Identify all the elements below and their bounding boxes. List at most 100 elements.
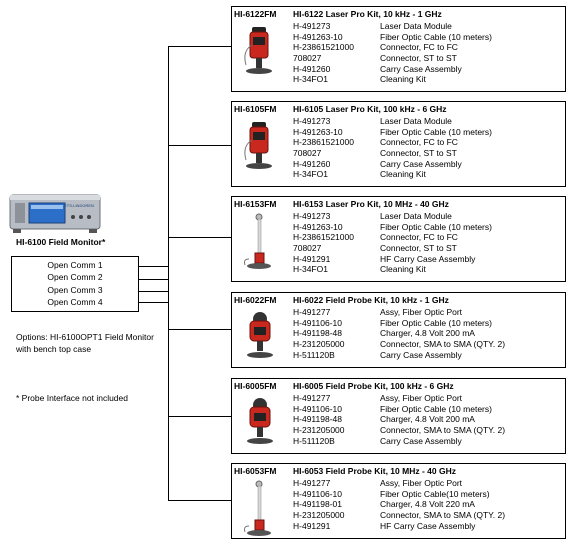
kit-item-list: H-491273 Laser Data Module H-491263-10 F… — [293, 116, 563, 180]
part-description: Charger, 4.8 Volt 200 mA — [380, 414, 475, 425]
kit-title: HI-6105 Laser Pro Kit, 100 kHz - 6 GHz — [293, 104, 447, 114]
kit-item-list: H-491277 Assy, Fiber Optic Port H-491106… — [293, 478, 563, 531]
part-number: H-511120B — [293, 435, 335, 446]
part-number: 708027 — [293, 53, 322, 64]
part-number: H-491106-10 — [293, 488, 342, 499]
kit-item: H-491263-10 Fiber Optic Cable (10 meters… — [293, 222, 563, 233]
kit-item: H-491273 Laser Data Module — [293, 116, 563, 127]
kit-item: H-231205000 Connector, SMA to SMA (QTY. … — [293, 339, 563, 350]
comm-ports-box: Open Comm 1 Open Comm 2 Open Comm 3 Open… — [11, 256, 139, 312]
part-description: Assy, Fiber Optic Port — [380, 307, 463, 317]
part-number: H-34FO1 — [293, 264, 328, 275]
part-description: Laser Data Module — [380, 21, 452, 31]
part-description: Cleaning Kit — [380, 169, 426, 180]
part-description: Connector, SMA to SMA (QTY. 2) — [380, 425, 506, 436]
kit-item: H-491198-01 Charger, 4.8 Volt 220 mA — [293, 499, 563, 510]
monitor-label: HI-6100 Field Monitor* — [16, 237, 106, 247]
footnote: * Probe Interface not included — [16, 393, 128, 403]
field-probe-icon — [240, 395, 280, 455]
part-description: Cleaning Kit — [380, 264, 426, 275]
kit-item: H-491198-48 Charger, 4.8 Volt 200 mA — [293, 328, 563, 339]
port-label: Open Comm 4 — [47, 297, 103, 307]
kit-item: H-491106-10 Fiber Optic Cable(10 meters) — [293, 489, 563, 500]
kit-item: H-491260 Carry Case Assembly — [293, 64, 563, 75]
part-description: Assy, Fiber Optic Port — [380, 393, 463, 403]
kit-item: H-491291 HF Carry Case Assembly — [293, 254, 563, 265]
part-description: Fiber Optic Cable (10 meters) — [380, 317, 492, 328]
part-number: 708027 — [293, 148, 322, 159]
part-number: H-491263-10 — [293, 221, 343, 232]
field-monitor-icon: ETS-LINDGREN — [9, 191, 101, 236]
part-number: H-491260 — [293, 63, 331, 74]
part-number: 708027 — [293, 243, 322, 254]
part-description: Connector, FC to FC — [380, 42, 458, 53]
kit-title: HI-6005 Field Probe Kit, 100 kHz - 6 GHz — [293, 381, 454, 391]
part-description: Charger, 4.8 Volt 200 mA — [380, 328, 475, 339]
part-description: Connector, ST to ST — [380, 53, 457, 64]
kit-item-list: H-491273 Laser Data Module H-491263-10 F… — [293, 21, 563, 85]
part-number: H-491273 — [293, 211, 331, 221]
part-description: HF Carry Case Assembly — [380, 253, 476, 264]
kit-title: HI-6153 Laser Pro Kit, 10 MHz - 40 GHz — [293, 199, 449, 209]
part-number: H-491291 — [293, 253, 331, 264]
part-description: HF Carry Case Assembly — [380, 520, 476, 531]
kit-title: HI-6053 Field Probe Kit, 10 MHz - 40 GHz — [293, 466, 456, 476]
svg-text:ETS-LINDGREN: ETS-LINDGREN — [64, 203, 94, 208]
part-number: H-491260 — [293, 158, 331, 169]
rod-probe-icon — [240, 213, 280, 273]
kit-item: H-231205000 Connector, SMA to SMA (QTY. … — [293, 425, 563, 436]
part-number: H-491291 — [293, 520, 331, 531]
part-number: H-491277 — [293, 393, 331, 403]
kit-item: H-491273 Laser Data Module — [293, 21, 563, 32]
kit-item: H-23861521000 Connector, FC to FC — [293, 42, 563, 53]
part-description: Fiber Optic Cable (10 meters) — [380, 221, 492, 232]
part-number: H-491273 — [293, 116, 331, 126]
part-number: H-491263-10 — [293, 31, 343, 42]
laser-probe-icon — [240, 23, 280, 83]
part-number: H-491277 — [293, 307, 331, 317]
part-description: Connector, FC to FC — [380, 137, 458, 148]
part-number: H-491273 — [293, 21, 331, 31]
kit-item: 708027 Connector, ST to ST — [293, 148, 563, 159]
part-description: Fiber Optic Cable (10 meters) — [380, 403, 492, 414]
part-description: Connector, ST to ST — [380, 148, 457, 159]
kit-item: H-491106-10 Fiber Optic Cable (10 meters… — [293, 318, 563, 329]
kit-title: HI-6022 Field Probe Kit, 10 kHz - 1 GHz — [293, 295, 449, 305]
kit-item: H-34FO1 Cleaning Kit — [293, 169, 563, 180]
kit-item: H-491273 Laser Data Module — [293, 211, 563, 222]
kit-code: HI-6005FM — [234, 381, 277, 391]
part-number: H-491106-10 — [293, 317, 342, 328]
kit-item-list: H-491273 Laser Data Module H-491263-10 F… — [293, 211, 563, 275]
port-label: Open Comm 2 — [47, 272, 103, 282]
kit-code: HI-6022FM — [234, 295, 277, 305]
field-probe-icon — [240, 309, 280, 369]
kit-item: 708027 Connector, ST to ST — [293, 243, 563, 254]
kit-item: H-491106-10 Fiber Optic Cable (10 meters… — [293, 404, 563, 415]
part-description: Connector, FC to FC — [380, 232, 458, 243]
laser-probe-icon — [240, 118, 280, 178]
part-description: Assy, Fiber Optic Port — [380, 478, 463, 488]
kit-item: H-34FO1 Cleaning Kit — [293, 74, 563, 85]
part-description: Connector, SMA to SMA (QTY. 2) — [380, 510, 506, 521]
part-number: H-511120B — [293, 349, 335, 360]
part-number: H-491198-48 — [293, 328, 342, 339]
part-number: H-231205000 — [293, 339, 345, 350]
kit-item: H-511120B Carry Case Assembly — [293, 436, 563, 447]
part-number: H-491198-48 — [293, 414, 342, 425]
part-description: Fiber Optic Cable(10 meters) — [380, 488, 490, 499]
part-number: H-34FO1 — [293, 169, 328, 180]
rod-probe-icon — [240, 480, 280, 540]
part-number: H-23861521000 — [293, 232, 354, 243]
part-description: Charger, 4.8 Volt 220 mA — [380, 499, 475, 510]
part-number: H-491198-01 — [293, 499, 342, 510]
kit-item: H-23861521000 Connector, FC to FC — [293, 232, 563, 243]
kit-item: H-491260 Carry Case Assembly — [293, 159, 563, 170]
kit-box-hi-6022fm: HI-6022FM HI-6022 Field Probe Kit, 10 kHz… — [231, 292, 566, 368]
kit-item: H-491198-48 Charger, 4.8 Volt 200 mA — [293, 414, 563, 425]
kit-item: H-491291 HF Carry Case Assembly — [293, 521, 563, 532]
kit-item: H-511120B Carry Case Assembly — [293, 350, 563, 361]
